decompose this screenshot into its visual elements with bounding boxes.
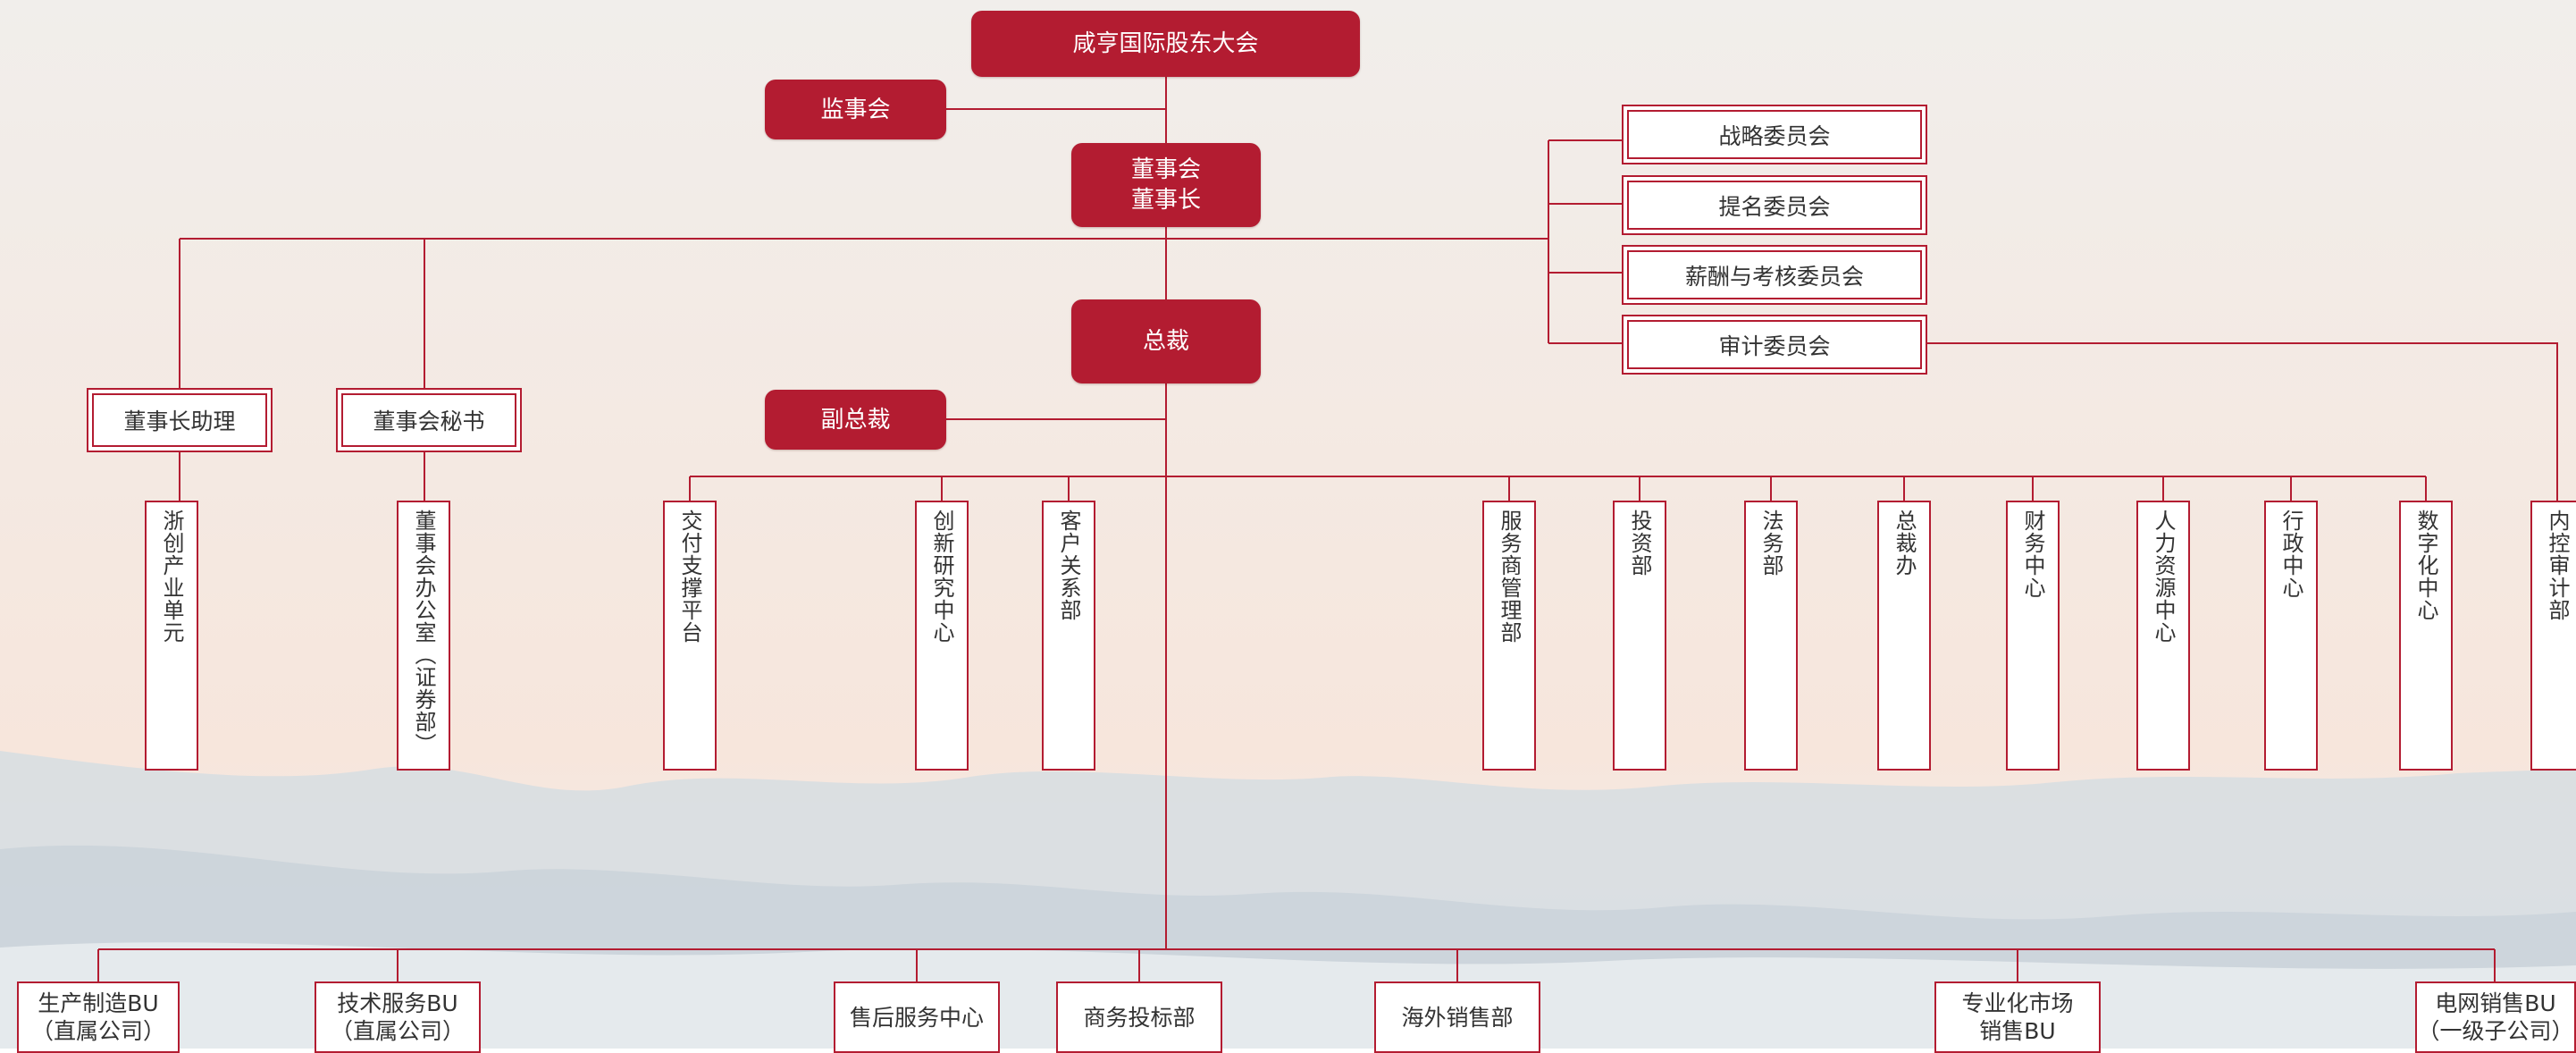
dept-zhechuang-industry-unit: 浙创产业单元 <box>145 501 198 771</box>
dept-president-office: 总裁办 <box>1877 501 1931 771</box>
dept-human-resources-center: 人力资源中心 <box>2136 501 2190 771</box>
bu-overseas-sales: 海外销售部 <box>1374 981 1540 1053</box>
dept-delivery-support-platform: 交付支撑平台 <box>663 501 717 771</box>
dept-digital-center: 数字化中心 <box>2399 501 2453 771</box>
strategy-committee-box: 战略委员会 <box>1622 105 1927 164</box>
shareholders-meeting-box: 咸亨国际股东大会 <box>971 11 1360 77</box>
dept-legal: 法务部 <box>1744 501 1798 771</box>
nomination-committee-box: 提名委员会 <box>1622 175 1927 235</box>
dept-customer-relations: 客户关系部 <box>1042 501 1095 771</box>
vice-president-box: 副总裁 <box>765 390 946 450</box>
bu-after-sales-center: 售后服务中心 <box>834 981 1000 1053</box>
dept-investment: 投资部 <box>1613 501 1666 771</box>
audit-committee-box: 审计委员会 <box>1622 315 1927 375</box>
bu-technical-services: 技术服务BU （直属公司） <box>315 981 481 1053</box>
dept-innovation-research-center: 创新研究中心 <box>915 501 969 771</box>
dept-finance-center: 财务中心 <box>2006 501 2060 771</box>
chairman-assistant-box: 董事长助理 <box>87 388 273 452</box>
bu-grid-sales: 电网销售BU （一级子公司） <box>2415 981 2576 1053</box>
dept-administration-center: 行政中心 <box>2264 501 2318 771</box>
bu-manufacturing: 生产制造BU （直属公司） <box>17 981 180 1053</box>
president-box: 总裁 <box>1071 299 1261 383</box>
supervisory-board-box: 监事会 <box>765 80 946 139</box>
dept-board-office: 董事会办公室（证券部） <box>397 501 450 771</box>
bu-bidding-department: 商务投标部 <box>1056 981 1222 1053</box>
dept-internal-audit: 内控审计部 <box>2530 501 2576 771</box>
dept-service-provider-management: 服务商管理部 <box>1482 501 1536 771</box>
board-secretary-box: 董事会秘书 <box>336 388 522 452</box>
compensation-committee-box: 薪酬与考核委员会 <box>1622 245 1927 305</box>
board-chairman-box: 董事会 董事长 <box>1071 143 1261 227</box>
bu-specialized-market-sales: 专业化市场 销售BU <box>1934 981 2101 1053</box>
